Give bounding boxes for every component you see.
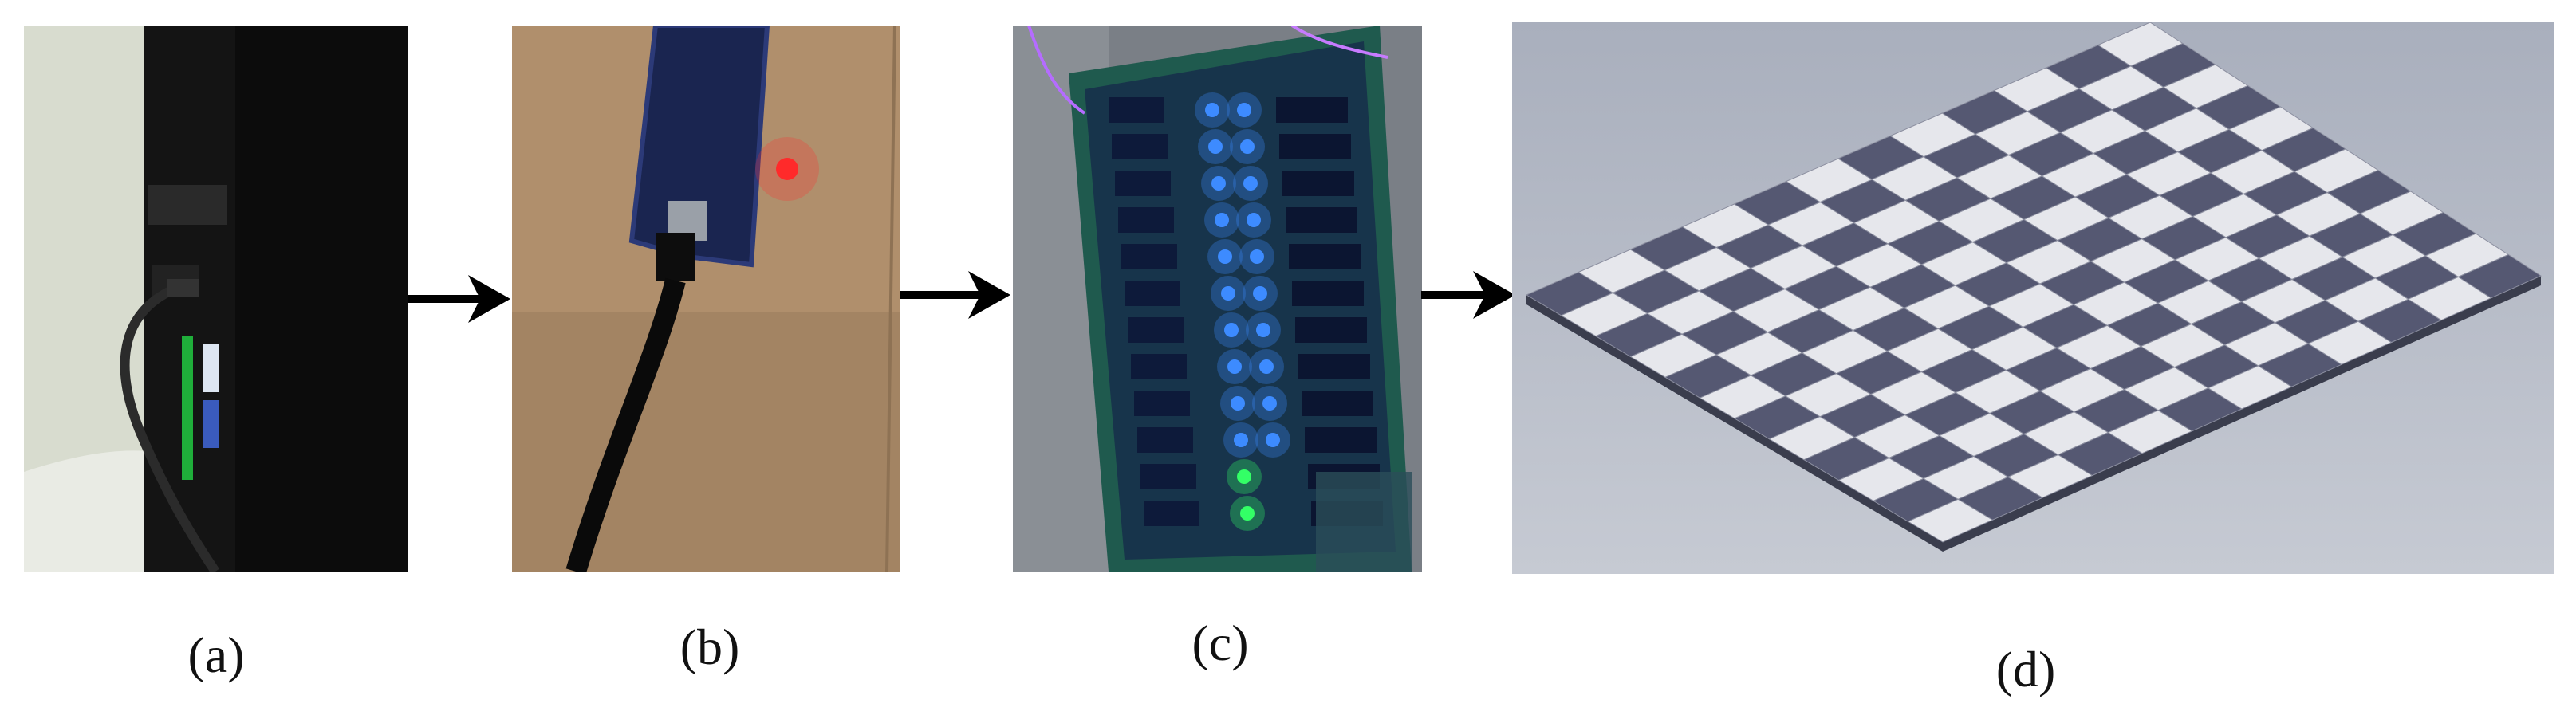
panel-a-photo bbox=[24, 26, 408, 572]
caption-d: (d) bbox=[1995, 641, 2056, 697]
caption-a: (a) bbox=[187, 627, 245, 683]
caption-b: (b) bbox=[679, 619, 740, 675]
arrow-a-to-b bbox=[408, 275, 510, 323]
panel-d-render bbox=[1512, 22, 2554, 574]
caption-c: (c) bbox=[1191, 615, 1249, 671]
arrow-b-to-c bbox=[900, 271, 1010, 319]
arrow-c-to-d bbox=[1421, 271, 1515, 319]
panel-c-photo bbox=[1013, 26, 1422, 572]
checker-square bbox=[2457, 253, 2543, 299]
panel-b-photo bbox=[512, 26, 900, 572]
